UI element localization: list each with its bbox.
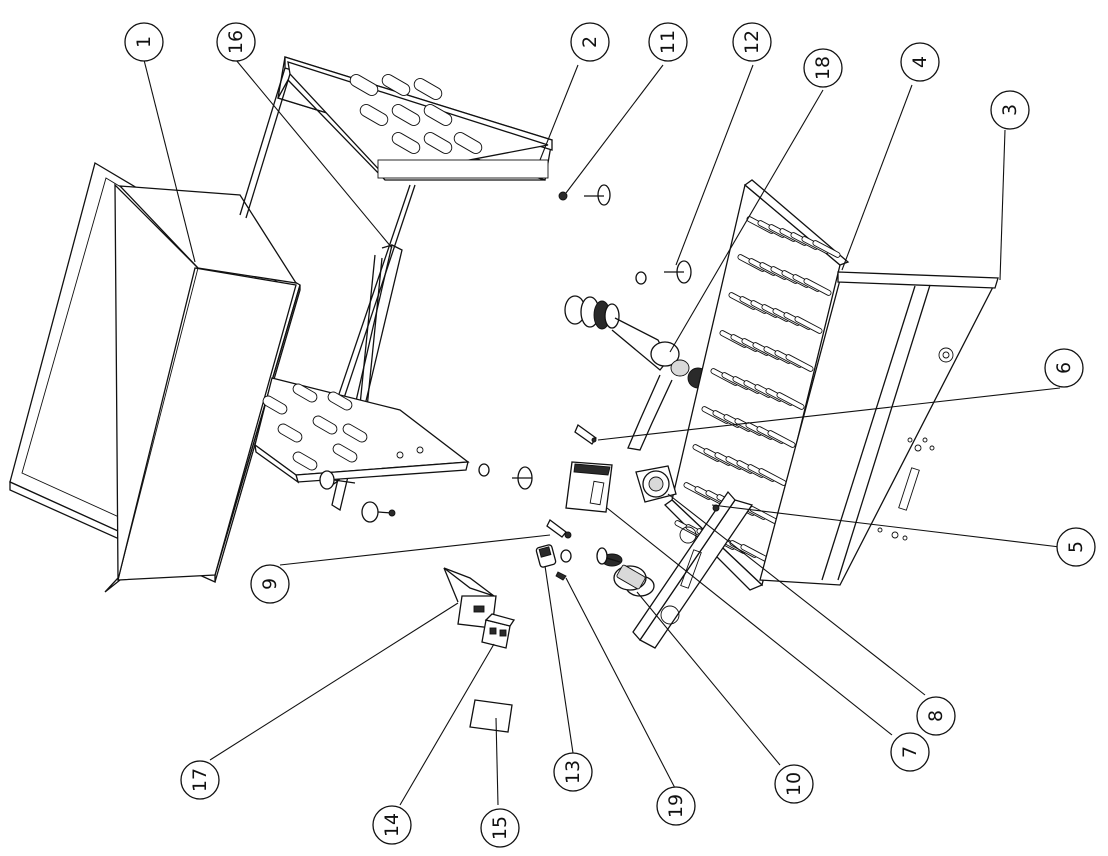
svg-text:5: 5 [1065,541,1087,553]
svg-text:12: 12 [741,30,763,54]
callout-18: 18 [803,48,843,88]
svg-text:7: 7 [899,746,921,758]
fittings [535,544,572,581]
callout-1: 1 [124,22,164,62]
valve-assembly [564,295,709,451]
callout-2: 2 [570,22,610,62]
callout-15: 15 [480,808,520,848]
small-plate [469,699,513,733]
pin [546,519,572,539]
svg-text:3: 3 [999,104,1021,116]
grille-slot [776,392,805,410]
clip [574,423,597,445]
callout-11: 11 [648,22,688,62]
svg-text:6: 6 [1053,362,1075,374]
callout-14: 14 [372,805,412,845]
gas-valve [596,547,655,597]
svg-text:14: 14 [381,813,403,837]
svg-text:2: 2 [579,36,601,48]
callout-4: 4 [900,42,940,82]
callout-17: 17 [180,760,220,800]
svg-text:1: 1 [133,36,155,48]
callout-7: 7 [890,732,930,772]
leader-lines [143,59,1069,806]
callout-8: 8 [916,696,956,736]
callout-9: 9 [250,564,290,604]
svg-text:17: 17 [189,768,211,792]
svg-text:18: 18 [812,56,834,80]
svg-text:8: 8 [925,710,947,722]
grille-slot [812,240,841,258]
callout-5: 5 [1056,527,1096,567]
svg-text:10: 10 [783,772,805,796]
block [481,613,516,649]
bottom-plate [254,377,470,484]
svg-text:13: 13 [562,760,584,784]
svg-text:4: 4 [909,56,931,68]
callout-13: 13 [553,752,593,792]
control-strip [632,490,754,649]
svg-text:16: 16 [225,30,247,54]
callout-19: 19 [656,786,696,826]
callout-3: 3 [990,90,1030,130]
svg-text:19: 19 [665,794,687,818]
callout-10: 10 [774,764,814,804]
svg-text:15: 15 [489,816,511,840]
grille-slot [803,278,832,296]
grille-slot [785,354,814,372]
grille-slot [794,316,823,334]
control-housing [759,271,999,586]
top-plate-slots [349,74,483,154]
pan-well [9,162,301,593]
svg-text:9: 9 [259,578,281,590]
callout-16: 16 [216,22,256,62]
leveling-feet [319,184,692,523]
svg-text:11: 11 [657,30,679,54]
callout-6: 6 [1044,348,1084,388]
igniter-cover [565,461,613,513]
bracket [443,567,497,629]
thermostat [635,465,677,503]
grille-slot [767,430,796,448]
callout-12: 12 [732,22,772,62]
